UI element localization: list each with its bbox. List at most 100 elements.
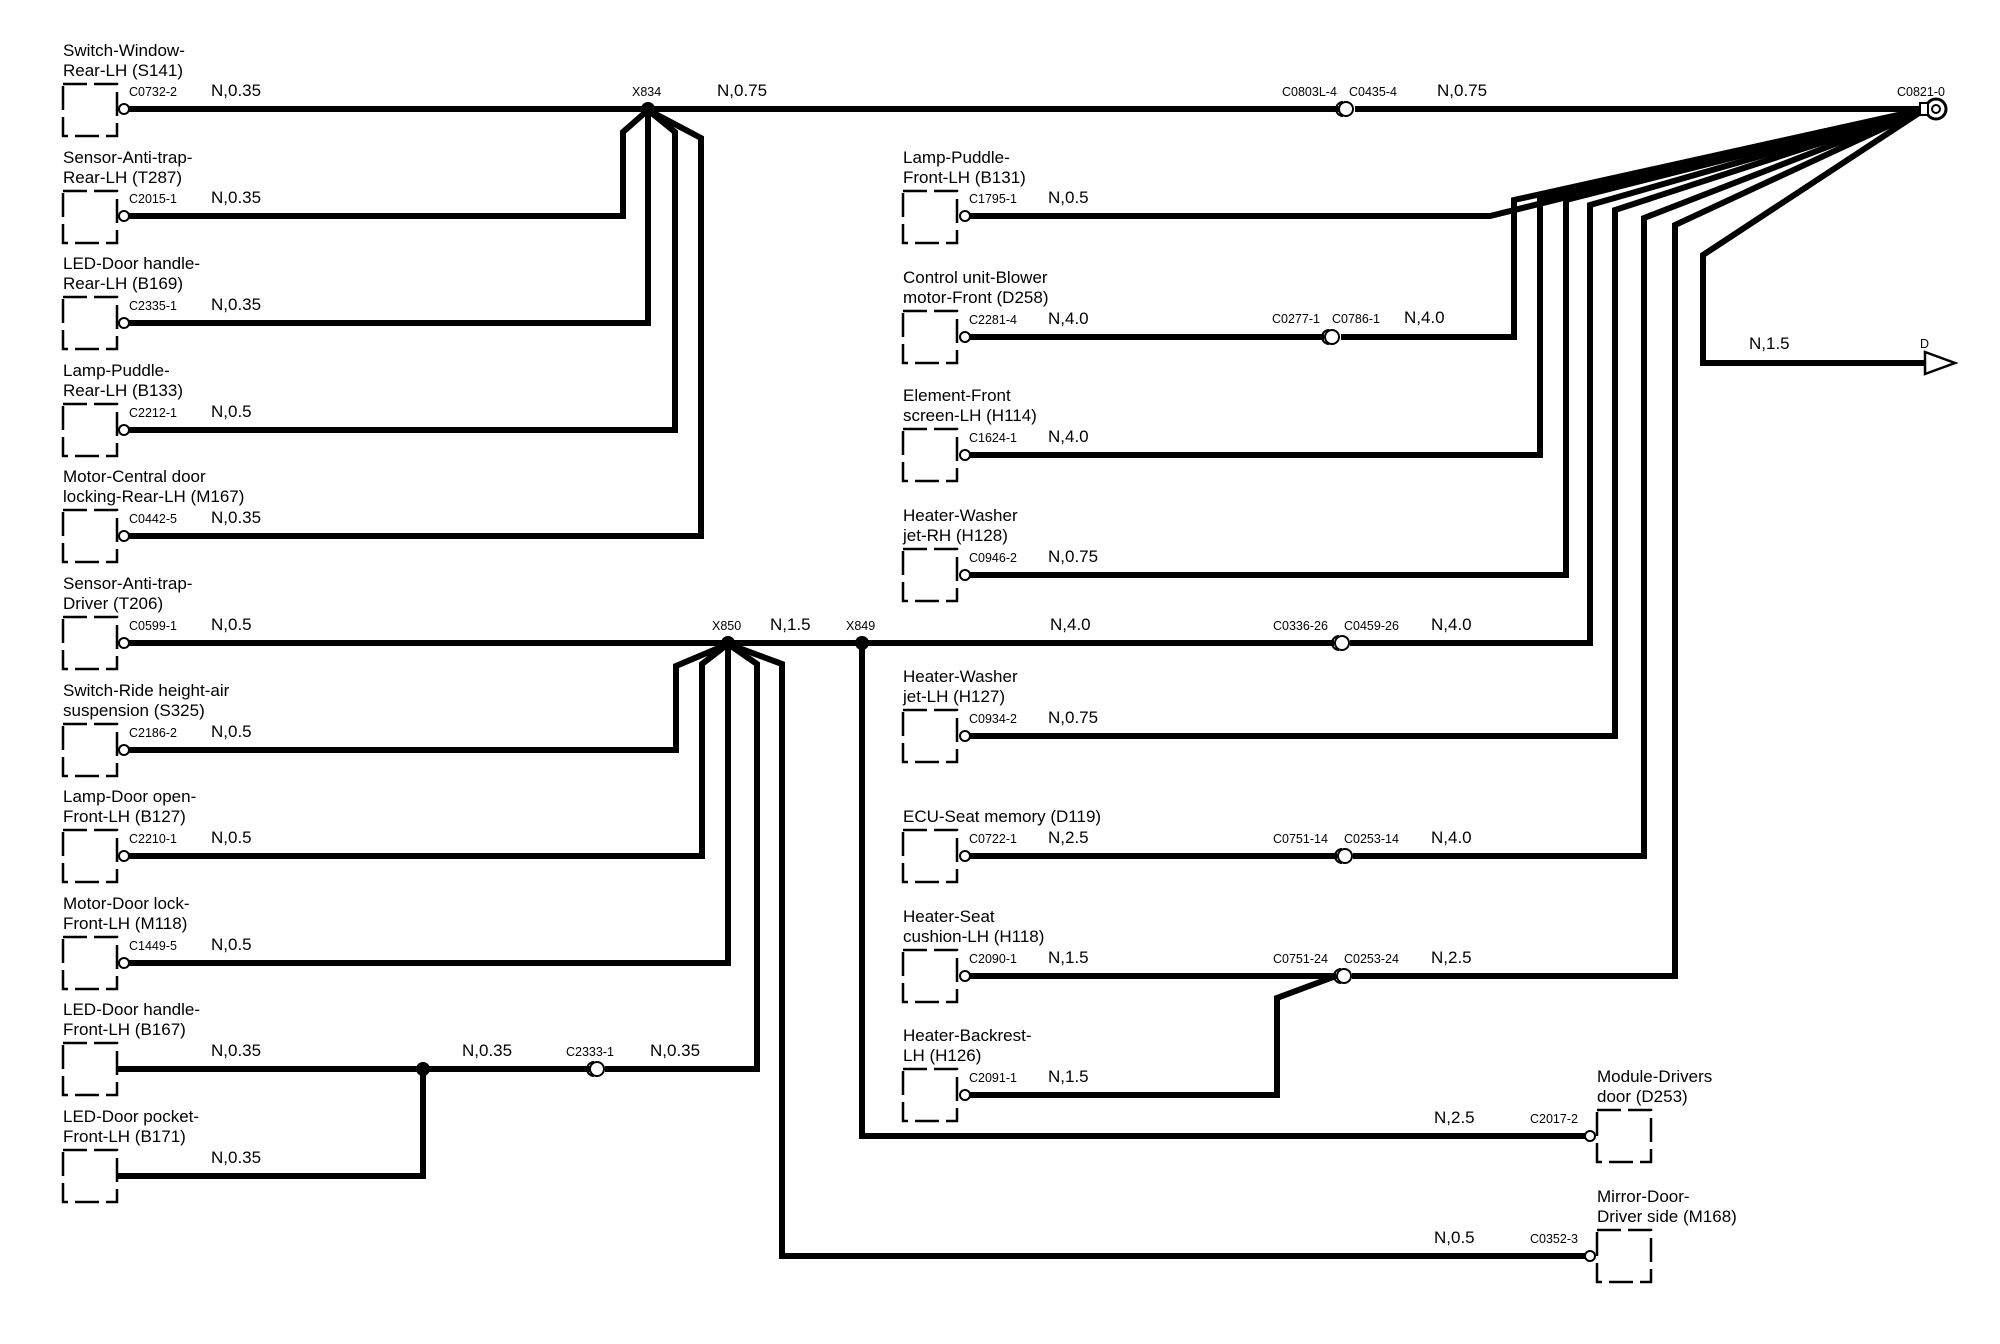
component-name-d258-line2: motor-Front (D258)	[903, 288, 1048, 307]
component-box-m167[interactable]	[61, 508, 119, 564]
connector-spec-c0459: N,4.0	[1431, 615, 1472, 634]
trunk-spec-d-continuation: N,1.5	[1749, 334, 1790, 353]
component-box-b169[interactable]	[61, 295, 119, 351]
inline-connector-c0336[interactable]	[1331, 635, 1350, 651]
wires	[100, 106, 1927, 1259]
wire-m167-to-x834	[124, 107, 704, 539]
component-box-s325[interactable]	[61, 722, 119, 778]
trunk-spec-x834: N,0.75	[717, 81, 767, 100]
ground-eyelet-icon[interactable]	[1919, 97, 1948, 121]
connector-label-c0803l: C0803L-4	[1282, 85, 1337, 99]
component-box-b131[interactable]	[901, 189, 959, 245]
wire-spec-t206: N,0.5	[211, 615, 252, 634]
connector-label-c0277: C0277-1	[1272, 312, 1320, 326]
terminal-m118	[118, 957, 130, 969]
wire-h114-to-ground	[965, 106, 1926, 458]
component-name-h118-line1: Heater-Seat	[903, 907, 995, 926]
component-name-h128-line2: jet-RH (H128)	[902, 526, 1008, 545]
wire-spec-b127: N,0.5	[211, 828, 252, 847]
terminal-h127	[959, 730, 971, 742]
component-name-b131-line2: Front-LH (B131)	[903, 168, 1026, 187]
pin-label-m168: C0352-3	[1530, 1232, 1578, 1246]
inline-connector-c0277[interactable]	[1321, 329, 1340, 345]
terminal-b127	[118, 850, 130, 862]
component-name-b127-line1: Lamp-Door open-	[63, 787, 196, 806]
component-name-h118-line2: cushion-LH (H118)	[903, 927, 1044, 946]
component-name-d119-line1: ECU-Seat memory (D119)	[903, 807, 1101, 826]
component-name-m118-line1: Motor-Door lock-	[63, 894, 190, 913]
inline-connector-c0803l[interactable]	[1335, 101, 1354, 117]
wire-spec-h114: N,4.0	[1048, 427, 1089, 446]
component-name-s325-line1: Switch-Ride height-air	[63, 681, 230, 700]
pin-label-d258: C2281-4	[969, 313, 1017, 327]
wire-spec-b169: N,0.35	[211, 295, 261, 314]
component-box-d119[interactable]	[901, 828, 959, 884]
pin-label-b127: C2210-1	[129, 832, 177, 846]
connector-spec-c0253-14: N,4.0	[1431, 828, 1472, 847]
component-name-t287-line1: Sensor-Anti-trap-	[63, 148, 192, 167]
terminal-b131	[959, 210, 971, 222]
component-box-h127[interactable]	[901, 708, 959, 764]
component-box-m118[interactable]	[61, 935, 119, 991]
wire-spec-d253: N,2.5	[1434, 1108, 1475, 1127]
splice-dot-x834[interactable]	[641, 102, 655, 116]
wire-b133-to-x834	[124, 107, 678, 433]
ground-connector-label: C0821-0	[1897, 85, 1945, 99]
inline-connector-c0751-14[interactable]	[1334, 848, 1353, 864]
component-box-b171[interactable]	[61, 1148, 119, 1204]
component-box-t287[interactable]	[61, 189, 119, 245]
pin-labels: C0732-2 N,0.35 C2015-1 N,0.35 C2335-1 N,…	[129, 81, 1578, 1247]
component-name-b169-line2: Rear-LH (B169)	[63, 274, 183, 293]
component-box-m168[interactable]	[1595, 1228, 1653, 1284]
wire-spec-b171: N,0.35	[211, 1148, 261, 1167]
wire-b169-to-x834	[124, 110, 651, 326]
junction-dot-led-lamps	[416, 1062, 430, 1076]
component-name-h127-line2: jet-LH (H127)	[902, 687, 1005, 706]
component-box-d253[interactable]	[1595, 1108, 1653, 1164]
component-box-h118[interactable]	[901, 948, 959, 1004]
component-box-t206[interactable]	[61, 615, 119, 671]
connector-label-c0253-14: C0253-14	[1344, 832, 1399, 846]
component-name-b167-line1: LED-Door handle-	[63, 1000, 200, 1019]
wire-t287-to-x834	[124, 107, 650, 219]
connector-label-c0751-14: C0751-14	[1273, 832, 1328, 846]
connector-label-c0435: C0435-4	[1349, 85, 1397, 99]
splice-label-x834: X834	[632, 85, 661, 99]
inline-connector-c2333[interactable]	[586, 1061, 605, 1077]
terminal-d119	[959, 850, 971, 862]
component-name-d258-line1: Control unit-Blower	[903, 268, 1048, 287]
wire-spec-s325: N,0.5	[211, 722, 252, 741]
connector-label-c0786: C0786-1	[1332, 312, 1380, 326]
component-name-s141-line2: Rear-LH (S141)	[63, 61, 183, 80]
wire-spec-b131: N,0.5	[1048, 188, 1089, 207]
component-box-h128[interactable]	[901, 547, 959, 603]
inline-connector-labels: C0803L-4 C0435-4 N,0.75 C0277-1 C0786-1 …	[566, 81, 1945, 1059]
pin-label-d119: C0722-1	[969, 832, 1017, 846]
component-box-h114[interactable]	[901, 427, 959, 483]
component-name-h114-line2: screen-LH (H114)	[903, 406, 1037, 425]
connector-spec-c0435: N,0.75	[1437, 81, 1487, 100]
splice-dot-x849[interactable]	[855, 636, 869, 650]
wire-h126-to-c0751	[965, 973, 1338, 1098]
terminal-m168	[1584, 1250, 1596, 1262]
wire-s325-to-x850	[124, 641, 730, 753]
component-box-b167[interactable]	[61, 1041, 119, 1097]
pin-label-h114: C1624-1	[969, 431, 1017, 445]
connector-label-c0253-24: C0253-24	[1344, 952, 1399, 966]
wire-spec-b167: N,0.35	[211, 1041, 261, 1060]
component-box-h126[interactable]	[901, 1067, 959, 1123]
component-name-h114-line1: Element-Front	[903, 386, 1011, 405]
wire-spec-h118: N,1.5	[1048, 948, 1089, 967]
inline-connector-c0751-24[interactable]	[1333, 968, 1352, 984]
pin-label-b169: C2335-1	[129, 299, 177, 313]
component-name-t206-line1: Sensor-Anti-trap-	[63, 574, 192, 593]
component-box-s141[interactable]	[61, 82, 119, 138]
component-name-b127-line2: Front-LH (B127)	[63, 807, 186, 826]
component-box-d258[interactable]	[901, 309, 959, 365]
splice-dot-x850[interactable]	[721, 636, 735, 650]
pin-label-t287: C2015-1	[129, 192, 177, 206]
component-box-b133[interactable]	[61, 402, 119, 458]
component-box-b127[interactable]	[61, 828, 119, 884]
continuation-arrow-icon[interactable]	[1923, 350, 1959, 376]
